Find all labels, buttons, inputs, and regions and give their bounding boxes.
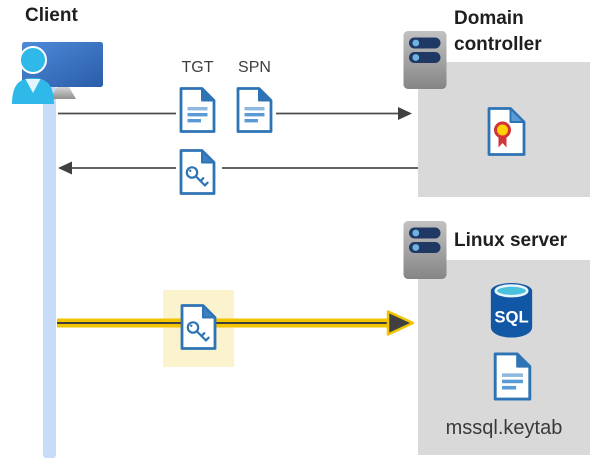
response-arrow [58,161,418,175]
client-lifeline [43,86,56,458]
key-ticket-icon-response [177,148,218,196]
linux-server-label: Linux server [454,230,567,251]
client-user-monitor-icon [12,42,103,104]
key-ticket-icon-connection [178,303,219,351]
tgt-label: TGT [181,59,214,76]
keytab-label: mssql.keytab [445,417,563,439]
domain-controller-server-icon [402,30,448,90]
sql-badge-text: SQL [494,307,528,326]
client-label: Client [25,5,78,26]
keytab-document-icon [491,351,534,402]
sql-database-icon: SQL [490,282,533,338]
certificate-icon [485,106,528,157]
spn-document-icon [234,86,275,134]
domain-controller-label: Domain controller [454,8,542,55]
connection-arrow-yellow [57,310,415,336]
spn-label: SPN [238,59,271,76]
tgt-document-icon [177,86,218,134]
linux-server-icon [402,220,448,280]
